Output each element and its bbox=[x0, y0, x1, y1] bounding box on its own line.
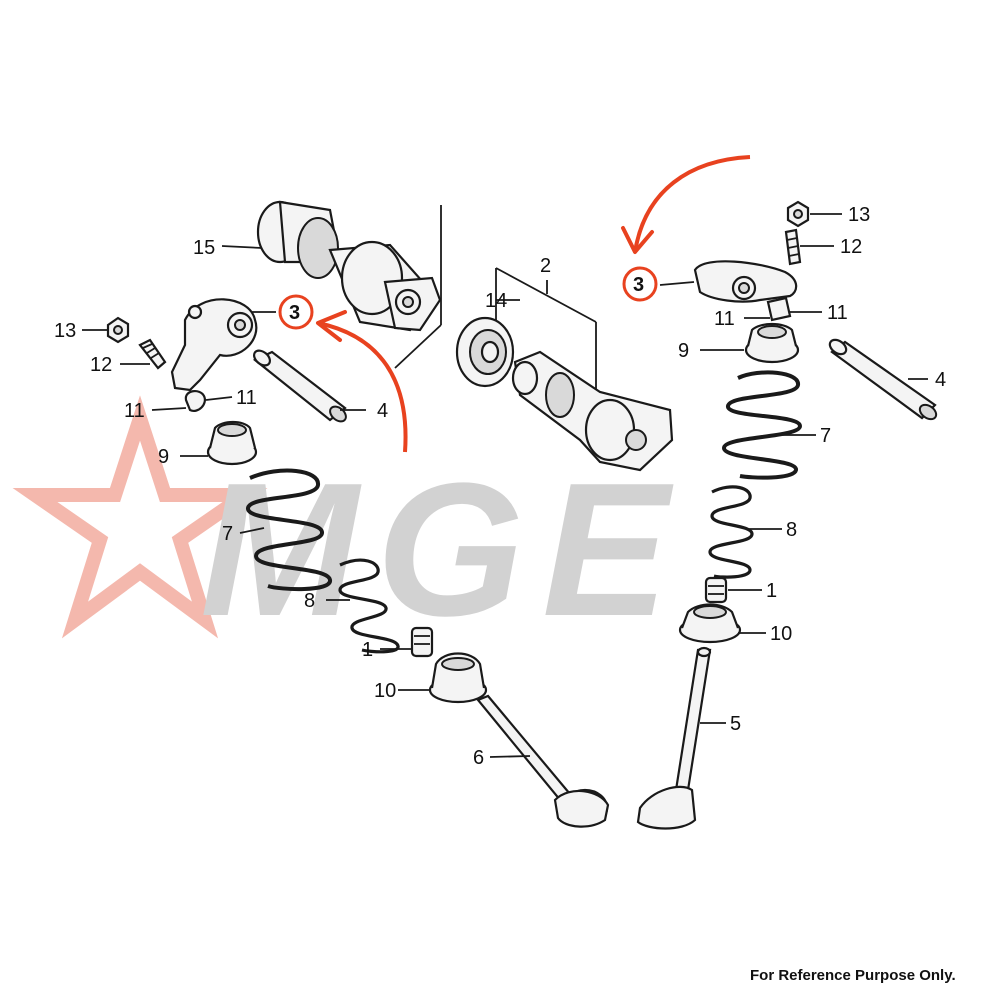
outer-spring-7-left bbox=[246, 468, 332, 592]
rocker-arm-left bbox=[170, 298, 258, 392]
outer-spring-7-right bbox=[721, 370, 803, 480]
valve-6 bbox=[476, 694, 610, 828]
valve-seal-9-left bbox=[206, 420, 258, 466]
bearing-14 bbox=[455, 316, 515, 388]
nut-13-left bbox=[106, 316, 130, 344]
callout-8-left: 8 bbox=[304, 590, 315, 612]
retainer-10-right bbox=[678, 603, 742, 644]
callout-13-right: 13 bbox=[848, 204, 870, 226]
callout-4-left: 4 bbox=[377, 400, 388, 422]
callout-7-right: 7 bbox=[820, 425, 831, 447]
inner-spring-8-left bbox=[338, 558, 400, 654]
callout-12-right: 12 bbox=[840, 236, 862, 258]
valve-seal-9-right bbox=[744, 322, 800, 364]
callout-10-left: 10 bbox=[374, 680, 396, 702]
watermark-text: MGE bbox=[200, 444, 687, 656]
callout-14: 14 bbox=[485, 290, 507, 312]
adjuster-screw-12-left bbox=[138, 338, 167, 370]
rocker-arm-right bbox=[693, 260, 798, 303]
watermark-logo: MGE bbox=[12, 395, 687, 656]
callout-12-left: 12 bbox=[90, 354, 112, 376]
leader-lines bbox=[82, 213, 928, 758]
callout-1-left: 1 bbox=[362, 639, 373, 661]
callout-5: 5 bbox=[730, 713, 741, 735]
rocker-shaft-4-right bbox=[828, 338, 938, 421]
callout-11-left-a: 11 bbox=[124, 400, 145, 422]
callout-1-right: 1 bbox=[766, 580, 777, 602]
callout-11-left-b: 11 bbox=[236, 387, 257, 409]
callout-15: 15 bbox=[193, 237, 215, 259]
retainer-10-left bbox=[428, 652, 488, 704]
clip-11-left bbox=[184, 390, 206, 412]
clip-11-right bbox=[766, 296, 792, 322]
camshaft-2 bbox=[511, 350, 674, 472]
valve-cotter-1-left bbox=[410, 626, 434, 658]
reference-note: For Reference Purpose Only. bbox=[750, 967, 956, 984]
rocker-shaft-4-left bbox=[252, 349, 347, 423]
callout-3-right: 3 bbox=[633, 274, 644, 296]
adjuster-screw-12-right bbox=[784, 228, 802, 266]
callout-10-right: 10 bbox=[770, 623, 792, 645]
watermark-star bbox=[12, 395, 268, 639]
callout-6: 6 bbox=[473, 747, 484, 769]
camshaft-left bbox=[256, 200, 442, 332]
valve-5 bbox=[636, 646, 712, 830]
callout-7-left: 7 bbox=[222, 523, 233, 545]
inner-spring-8-right bbox=[708, 485, 754, 579]
callout-11-right-b: 11 bbox=[827, 302, 848, 324]
callout-4-right: 4 bbox=[935, 369, 946, 391]
callout-8-right: 8 bbox=[786, 519, 797, 541]
callout-13-left: 13 bbox=[54, 320, 76, 342]
callout-9-left: 9 bbox=[158, 446, 169, 468]
callout-3-left: 3 bbox=[289, 302, 300, 324]
callout-11-right-a: 11 bbox=[714, 308, 735, 330]
highlight-circle-left bbox=[278, 294, 314, 330]
highlight-circle-right bbox=[622, 266, 658, 302]
highlight-arrow-left bbox=[316, 310, 408, 453]
nut-13-right bbox=[786, 200, 810, 228]
callout-9-right: 9 bbox=[678, 340, 689, 362]
highlight-arrow-right bbox=[621, 155, 751, 254]
valve-cotter-1-right bbox=[704, 576, 728, 604]
callout-2: 2 bbox=[540, 255, 551, 277]
